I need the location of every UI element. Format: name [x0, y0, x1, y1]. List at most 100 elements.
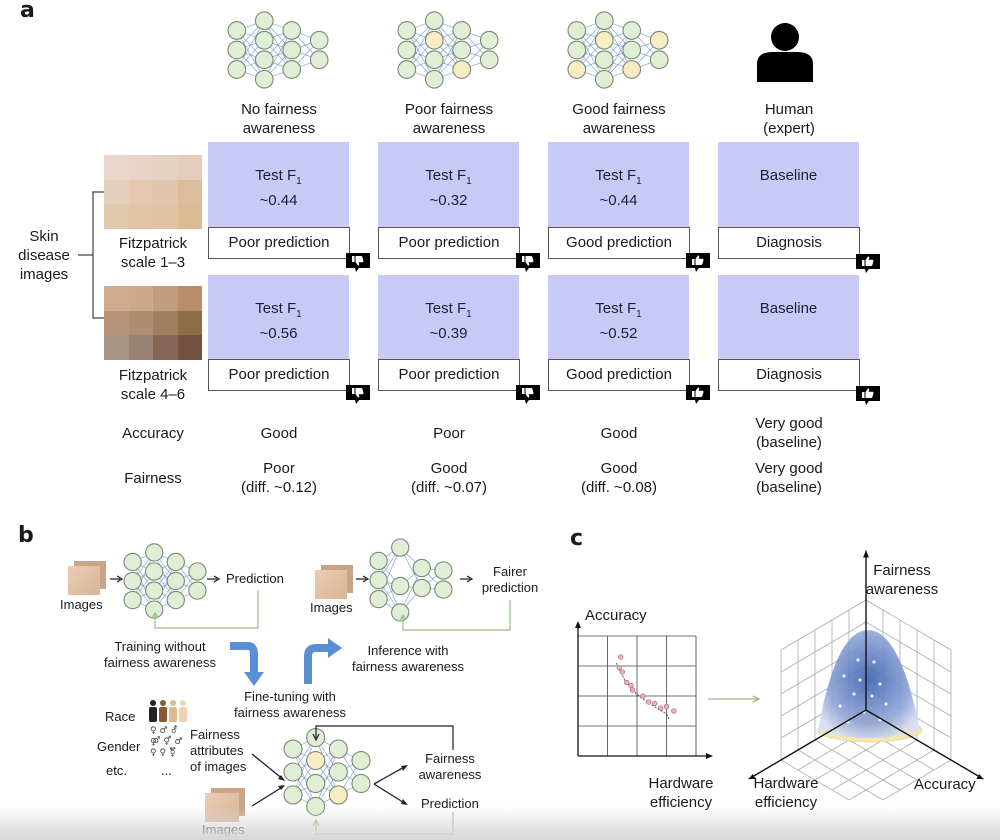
prediction-label: Prediction: [226, 571, 284, 586]
output-arrows: [373, 765, 408, 805]
nn-node: [424, 30, 444, 50]
metric-subscript: 1: [636, 309, 642, 320]
label-line: Fitzpatrick: [118, 235, 188, 252]
nn-node: [369, 570, 388, 590]
nn-node: [227, 40, 247, 60]
fitzpatrick-4-6-label: Fitzpatrick scale 4–6: [98, 366, 208, 404]
gridline: [780, 759, 850, 800]
feedback-loop-bottom-line: [312, 812, 454, 835]
value-line: Poor: [263, 460, 295, 477]
value-line: (baseline): [756, 434, 822, 451]
plot2d-x-label: Hardware efficiency: [636, 774, 726, 812]
metric-label: Baseline: [759, 300, 818, 317]
thumb-glyph: [352, 388, 364, 398]
metric-value: ~0.32: [429, 192, 468, 209]
bracket-connector: [78, 191, 104, 319]
thumbs-down-icon: [516, 385, 540, 404]
nn-node: [434, 561, 453, 580]
etc-label: etc.: [106, 763, 127, 778]
nn-node: [369, 589, 388, 609]
nn-node: [283, 739, 303, 759]
nn-node: [123, 590, 142, 610]
outcome-box: Poor prediction: [378, 227, 520, 259]
metric-label: Test F: [595, 300, 637, 317]
scatter-point: [652, 700, 658, 707]
fairness-value: Poor (diff. ~0.12): [208, 459, 350, 497]
plot3d-z-label: Fairness awareness: [862, 561, 942, 599]
title-line: awareness: [582, 120, 656, 137]
neural-network-icon: [369, 538, 453, 622]
y-axis: [865, 709, 984, 780]
title-line: Poor fairness: [404, 101, 494, 118]
label-line: Fitzpatrick: [118, 367, 188, 384]
arrow-right-icon: [460, 575, 474, 583]
nn-node: [452, 21, 472, 40]
label-line: Fairness: [873, 562, 931, 579]
thumbs-up-icon: [686, 253, 710, 272]
metric-label: Baseline: [759, 167, 818, 184]
value-line: Good: [430, 460, 468, 477]
x-axis-arrowhead: [706, 753, 713, 759]
panel-c-label: c: [570, 526, 584, 551]
thumb-cuff: [352, 256, 355, 262]
nn-node: [328, 785, 348, 805]
metric-value: ~0.39: [429, 325, 468, 342]
training-caption: Training without fairness awareness: [90, 639, 230, 671]
accuracy-value: Very good (baseline): [718, 414, 860, 452]
surface-point: [872, 660, 876, 664]
thumb-hand: [695, 387, 704, 397]
outcome-box: Good prediction: [548, 359, 690, 391]
metric-box: Test F1~0.52: [548, 275, 689, 361]
thumb-cuff: [352, 388, 355, 394]
person-icon: [757, 23, 813, 82]
nn-node: [594, 11, 614, 31]
nn-node: [309, 30, 329, 50]
outcome-box: Poor prediction: [208, 359, 350, 391]
nn-node: [391, 538, 410, 557]
fairer-prediction-label: Fairer prediction: [470, 564, 550, 596]
surface-point: [838, 704, 842, 708]
nn-node: [479, 30, 499, 50]
metric-subscript: 1: [466, 176, 472, 187]
label-line: Fairness: [190, 727, 240, 742]
images-label: Images: [60, 597, 103, 612]
feedback-loop-top-line: [312, 725, 454, 750]
skin-swatch-fitzpatrick-4-6: [104, 286, 202, 360]
gender-label: Gender: [97, 739, 141, 754]
nn-node: [306, 750, 326, 771]
value-line: (baseline): [756, 479, 822, 496]
thumb-cuff: [692, 259, 695, 265]
finetuning-caption: Fine-tuning with fairness awareness: [220, 689, 360, 721]
neural-network-icon: [227, 11, 329, 89]
nn-node: [424, 50, 444, 70]
z-axis-arrowhead: [863, 550, 869, 558]
arrow-right-icon: [207, 575, 221, 583]
thumb-hand: [355, 256, 364, 266]
nn-node: [622, 40, 642, 60]
title-line: Good fairness: [572, 101, 666, 118]
thumb-hand: [865, 388, 874, 398]
nn-node: [594, 50, 614, 70]
label-line: efficiency: [649, 794, 713, 811]
y-axis-arrowhead: [976, 774, 984, 779]
outcome-box: Good prediction: [548, 227, 690, 259]
title-line: No fairness: [241, 101, 317, 118]
value-line: Very good: [755, 415, 823, 432]
nn-node: [123, 552, 142, 572]
trend-line: [615, 662, 670, 721]
metric-box: Test F1~0.32: [378, 142, 519, 228]
feedback-loop-line: [399, 600, 511, 631]
column-title-no-fairness: No fairness awareness: [208, 100, 350, 138]
label-line: Fairer: [493, 564, 527, 579]
scatter-point: [657, 705, 664, 711]
panel-b-label: b: [18, 523, 34, 548]
race-people-icon: [149, 700, 187, 722]
column-title-human: Human (expert): [718, 100, 860, 138]
nn-node: [424, 11, 444, 31]
nn-node: [145, 543, 164, 562]
metric-box: Baseline: [718, 275, 859, 361]
x-axis: [748, 709, 867, 780]
label-line: attributes: [190, 743, 244, 758]
column-title-good-fairness: Good fairness awareness: [548, 100, 690, 138]
nn-node: [649, 50, 669, 70]
